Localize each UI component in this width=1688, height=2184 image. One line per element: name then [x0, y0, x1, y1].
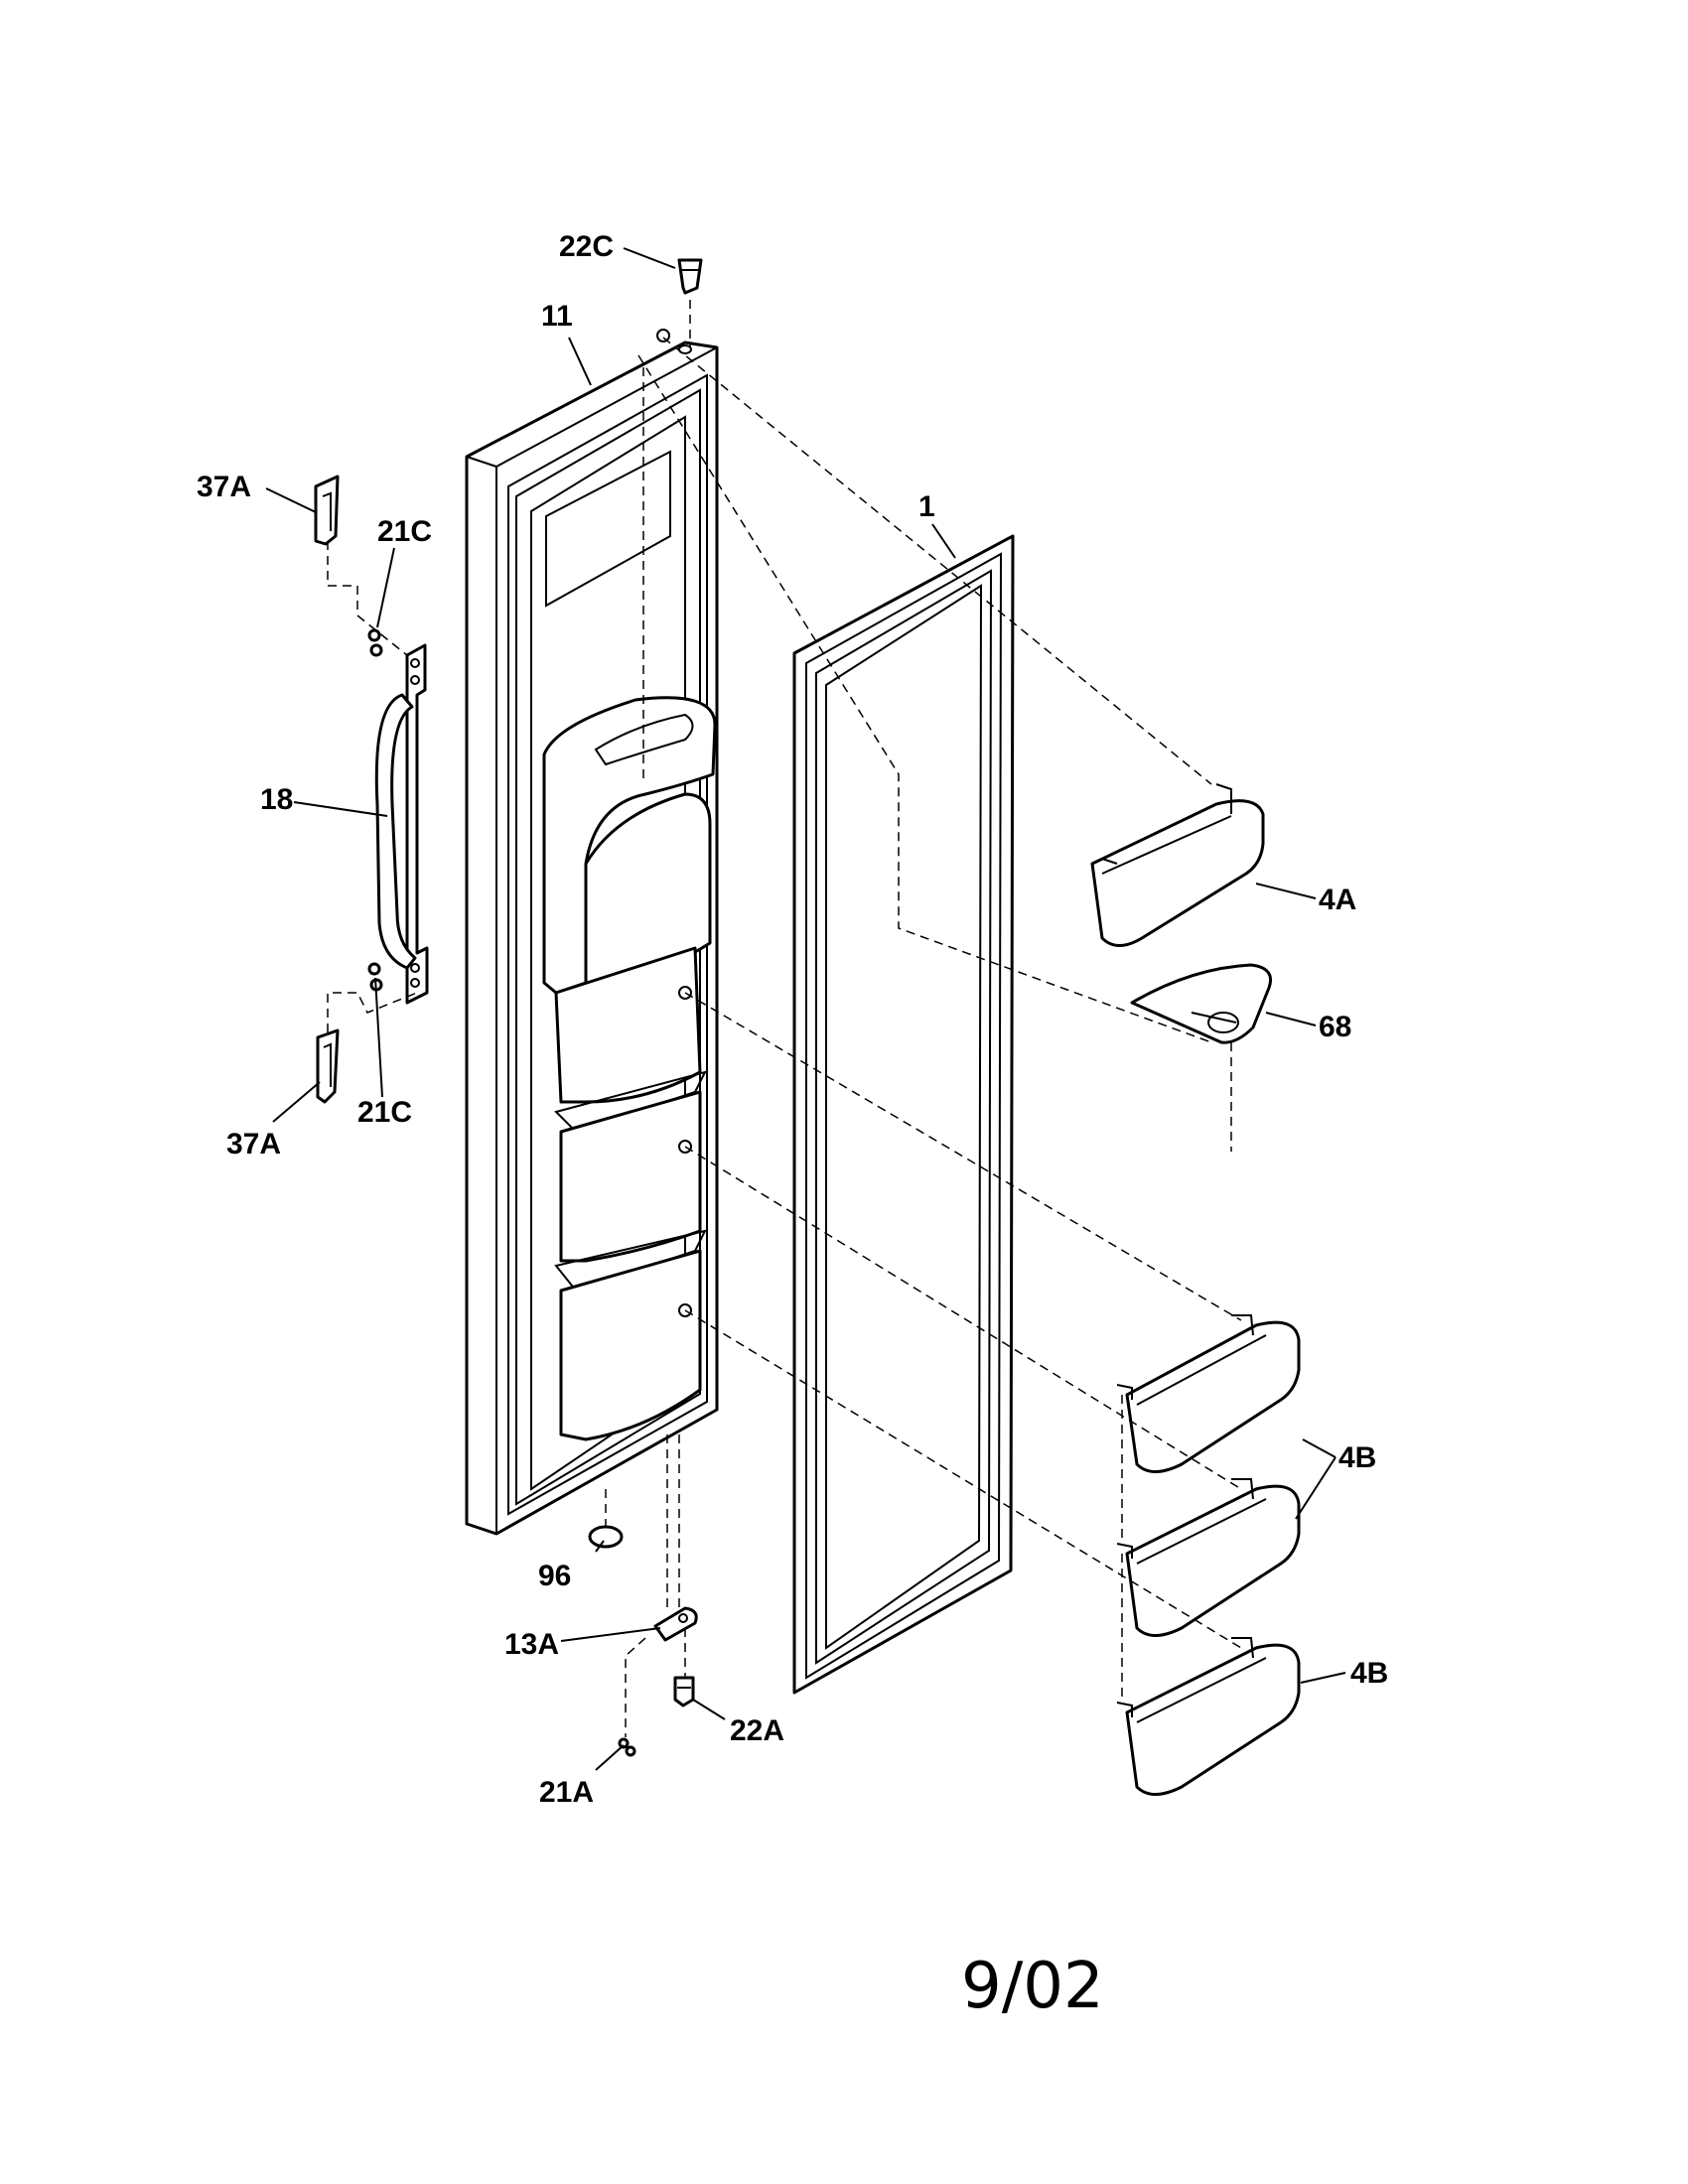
door-bin-4b-3: [1116, 1637, 1301, 1796]
door-gasket: [792, 534, 1015, 1695]
ice-chute-68: [1130, 963, 1272, 1044]
label-11: 11: [541, 300, 573, 333]
assembly-guides: [327, 300, 1242, 1737]
label-22a: 22A: [730, 1714, 784, 1747]
door-handle: [374, 643, 429, 1005]
label-4b-lower: 4B: [1350, 1657, 1388, 1690]
label-68: 68: [1319, 1011, 1351, 1043]
label-21c-top: 21C: [377, 515, 432, 548]
bumper-96: [588, 1525, 624, 1549]
label-96: 96: [538, 1560, 571, 1592]
door-bin-4b-2: [1116, 1478, 1301, 1637]
handle-cap-top: [314, 475, 340, 546]
door-assembly: [465, 329, 719, 1536]
door-bin-4b-1: [1116, 1314, 1301, 1473]
hinge-bracket-13a: [653, 1606, 698, 1642]
part-labels: 22C 11 37A 21C 1 18 4A 68 37A 21C 4B 96 …: [197, 230, 1388, 1809]
label-13a: 13A: [504, 1628, 559, 1661]
bottom-hinge-pin-22a: [673, 1676, 695, 1707]
top-hinge-pin: [677, 258, 703, 295]
label-22c: 22C: [559, 230, 614, 263]
label-37a-bottom: 37A: [226, 1128, 281, 1160]
label-21a: 21A: [539, 1776, 594, 1809]
screws-21a: [618, 1737, 636, 1757]
label-37a-top: 37A: [197, 471, 251, 503]
leader-lines: [265, 247, 1346, 1771]
label-18: 18: [260, 783, 293, 816]
label-1: 1: [918, 490, 935, 523]
label-4b-upper: 4B: [1338, 1441, 1376, 1474]
label-4a: 4A: [1319, 884, 1356, 916]
date-stamp: 9/02: [961, 1950, 1104, 2023]
handle-cap-bottom: [316, 1028, 340, 1104]
label-21c-bottom: 21C: [357, 1096, 412, 1129]
handle-screws: [367, 628, 383, 992]
door-bin-4a: [1090, 783, 1265, 947]
